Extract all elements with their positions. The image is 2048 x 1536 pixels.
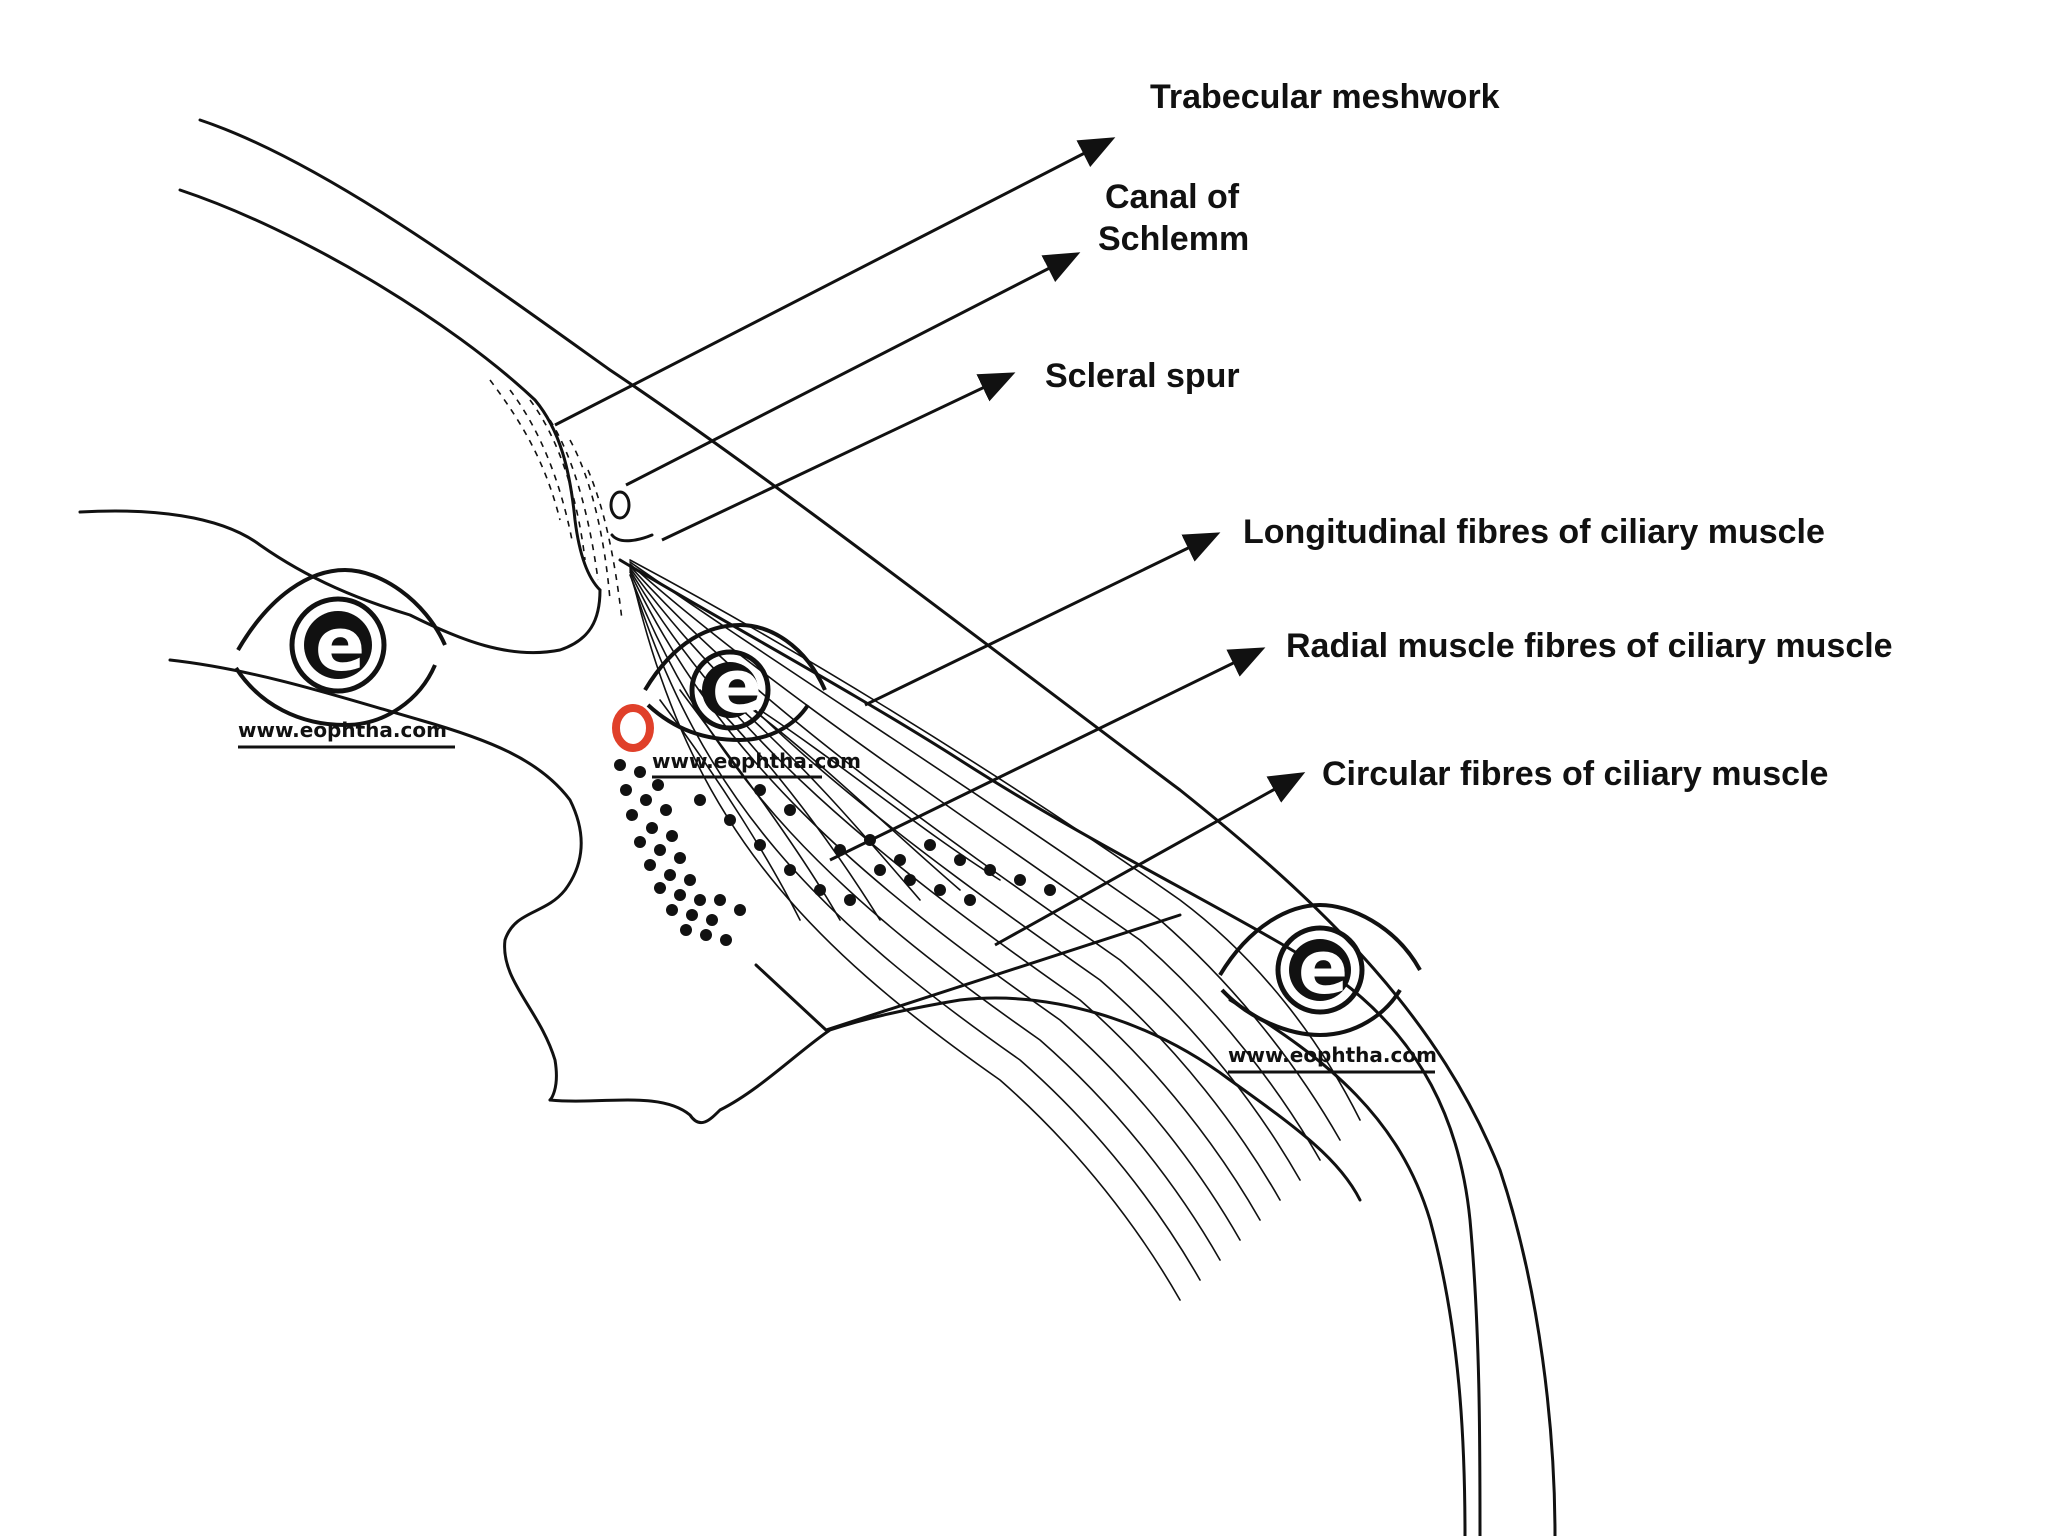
circular-fibres-dots — [614, 759, 1056, 946]
label-trabecular-meshwork: Trabecular meshwork — [1150, 78, 1500, 116]
watermark-center: e www.eophtha.com — [643, 622, 861, 779]
cornea-outer-outline — [198, 118, 1557, 1536]
watermark-left-url: www.eophtha.com — [238, 718, 447, 742]
cornea-inner-outline — [178, 188, 602, 592]
ciliary-body-outline — [548, 996, 1362, 1202]
watermark-right-url: www.eophtha.com — [1228, 1043, 1437, 1067]
iris-upper-outline — [78, 509, 602, 655]
highlight-ring — [612, 704, 654, 752]
label-canal-of-schlemm-line1: Canal of — [1105, 178, 1240, 216]
arrow-longitudinal-fibres — [864, 532, 1221, 707]
arrow-circular-fibres — [994, 772, 1306, 947]
iris-lower-outline — [168, 658, 583, 1102]
watermark-left-letter: e — [315, 602, 365, 688]
arrow-trabecular-meshwork — [554, 137, 1116, 427]
watermark-center-letter: e — [712, 644, 762, 730]
arrow-canal-of-schlemm — [625, 252, 1081, 487]
label-longitudinal-fibres: Longitudinal fibres of ciliary muscle — [1243, 513, 1825, 551]
label-radial-fibres: Radial muscle fibres of ciliary muscle — [1286, 627, 1893, 665]
scleral-spur-shape — [610, 533, 654, 543]
choroid-outline — [1228, 998, 1467, 1536]
arrow-scleral-spur — [661, 372, 1016, 542]
trabecular-meshwork-texture — [489, 379, 623, 621]
watermark-left: e www.eophtha.com — [234, 567, 455, 749]
label-circular-fibres: Circular fibres of ciliary muscle — [1322, 755, 1828, 793]
canal-of-schlemm-shape — [609, 490, 631, 520]
watermark-center-url: www.eophtha.com — [652, 749, 861, 773]
watermark-right-letter: e — [1298, 925, 1348, 1011]
label-scleral-spur: Scleral spur — [1045, 357, 1240, 395]
radial-fibres — [659, 689, 1001, 921]
watermark-right: e www.eophtha.com — [1218, 902, 1437, 1074]
label-canal-of-schlemm-line2: Schlemm — [1098, 220, 1249, 258]
arrow-radial-fibres — [829, 647, 1266, 862]
